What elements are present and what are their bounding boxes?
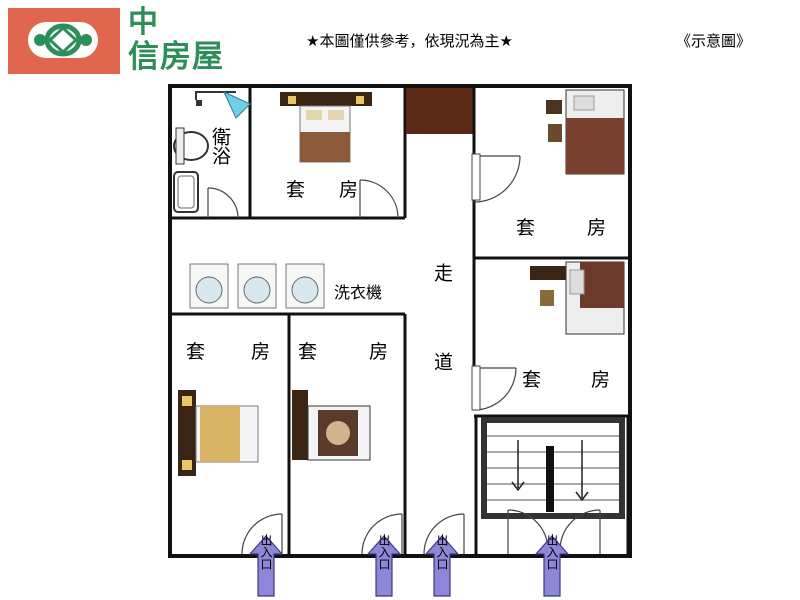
bathtub-icon <box>173 171 199 213</box>
brand-name-line1: 中 <box>128 5 158 40</box>
door-suite-bottom-left <box>241 513 283 555</box>
stair-arrow-left-icon <box>511 440 525 492</box>
entrance-arrow-icon <box>248 535 284 597</box>
entrance-arrow-icon <box>366 535 402 597</box>
brand-name: 中 信房屋 <box>128 5 224 75</box>
brand-name-line2: 信房屋 <box>128 39 224 75</box>
logo-mark-icon <box>34 23 92 57</box>
logo-emblem <box>28 22 98 58</box>
suite-top-right-label: 套房 <box>516 217 658 239</box>
closet-block <box>406 88 474 134</box>
washing-machine-2-icon <box>237 263 277 309</box>
stair-arrow-right-icon <box>575 440 589 502</box>
bed-bottom-center-icon <box>292 390 371 461</box>
corridor-label: 走道 <box>431 263 453 441</box>
bed-top-center-icon <box>280 92 372 163</box>
entrance-label: 出入口 <box>259 534 273 570</box>
toilet-icon <box>173 127 209 165</box>
door-bathroom <box>207 187 239 219</box>
door-suite-mid-right <box>471 365 517 411</box>
door-corridor <box>423 513 465 555</box>
laundry-label: 洗衣機 <box>334 283 382 302</box>
entrance-arrow-icon <box>424 535 460 597</box>
entrance-label: 出入口 <box>435 534 449 570</box>
entrance-label: 出入口 <box>377 534 391 570</box>
suite-bottom-center-label: 套房 <box>298 341 440 363</box>
suite-top-center-label: 套房 <box>286 179 392 201</box>
bed-top-right-icon <box>546 89 625 175</box>
bed-bottom-left-icon <box>178 390 259 476</box>
suite-mid-right-label: 套房 <box>522 369 660 391</box>
washing-machine-3-icon <box>285 263 325 309</box>
bed-mid-right-icon <box>530 261 625 335</box>
company-logo <box>8 8 120 74</box>
schematic-label: 《示意圖》 <box>676 32 752 50</box>
suite-bottom-left-label: 套房 <box>186 341 316 363</box>
door-suite-top-right <box>471 153 521 203</box>
outer-wall <box>168 84 632 558</box>
bathroom-label: 衛浴 <box>209 127 231 165</box>
door-suite-top-center <box>359 179 399 219</box>
shower-icon <box>195 90 251 119</box>
door-suite-bottom-center <box>361 513 403 555</box>
entrance-label: 出入口 <box>545 534 559 570</box>
entrance-arrow-icon <box>534 535 570 597</box>
washing-machine-1-icon <box>189 263 229 309</box>
disclaimer-notice: ★本圖僅供參考，依現況為主★ <box>306 32 513 50</box>
